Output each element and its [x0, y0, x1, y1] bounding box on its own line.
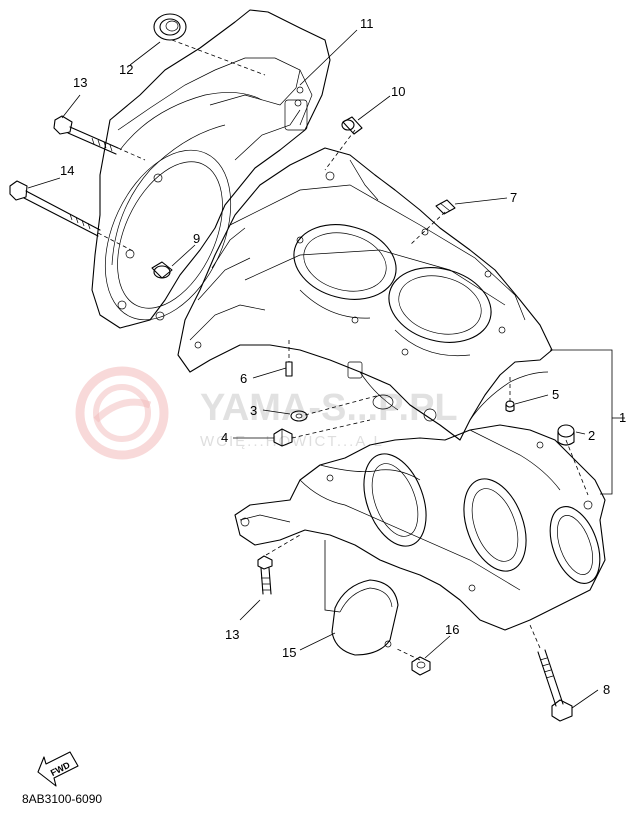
- part-14-long-bolt: [9, 180, 101, 237]
- part-1-upper-crankcase: [177, 147, 553, 441]
- watermark: YAMA-S...P.PL WCIĘ...HOWICT...A.L: [75, 366, 458, 460]
- callout-1: 1: [619, 410, 626, 425]
- callout-6: 6: [240, 371, 247, 386]
- part-15-cover-plate: [331, 579, 399, 656]
- part-16-nut: [411, 656, 431, 676]
- part-1-lower-crankcase: [234, 424, 606, 631]
- leader-lines: [27, 29, 625, 709]
- callout-11: 11: [360, 16, 374, 31]
- callout-12: 12: [119, 62, 133, 77]
- part-13-bolt-lower: [257, 555, 273, 595]
- callout-3: 3: [250, 403, 257, 418]
- callout-13-upper: 13: [73, 75, 87, 90]
- callout-14: 14: [60, 163, 74, 178]
- part-2-dowel: [557, 424, 575, 446]
- part-7-stud: [435, 199, 456, 215]
- fwd-arrow: FWD: [37, 751, 79, 787]
- watermark-brand: YAMA-S...P.PL: [200, 387, 458, 429]
- callout-7: 7: [510, 190, 517, 205]
- part-3-washer: [290, 410, 308, 422]
- callout-15: 15: [282, 645, 296, 660]
- part-11-cover: [91, 9, 331, 329]
- callout-13-lower: 13: [225, 627, 239, 642]
- part-4-plug-bolt: [273, 428, 293, 447]
- callout-2: 2: [588, 428, 595, 443]
- callout-8: 8: [603, 682, 610, 697]
- callout-5: 5: [552, 387, 559, 402]
- part-13-bolt-upper: [53, 115, 119, 155]
- callouts: 1 2 3 4 5 6 7 8 9 10 11 12 13 13 14 15 1…: [60, 16, 626, 697]
- callout-9: 9: [193, 231, 200, 246]
- part-10-dowel-pin: [341, 116, 363, 135]
- callout-10: 10: [391, 84, 405, 99]
- callout-4: 4: [221, 430, 228, 445]
- part-6-pin: [285, 361, 293, 377]
- callout-16: 16: [445, 622, 459, 637]
- reference-code: 8AB3100-6090: [22, 792, 103, 806]
- part-8-long-bolt: [537, 649, 573, 722]
- part-9-dowel: [151, 261, 173, 279]
- watermark-subtitle: WCIĘ...HOWICT...A.L: [200, 433, 384, 450]
- part-5-pin: [505, 400, 515, 413]
- part-12-oil-seal: [153, 13, 187, 41]
- assembly-lines: [97, 39, 589, 661]
